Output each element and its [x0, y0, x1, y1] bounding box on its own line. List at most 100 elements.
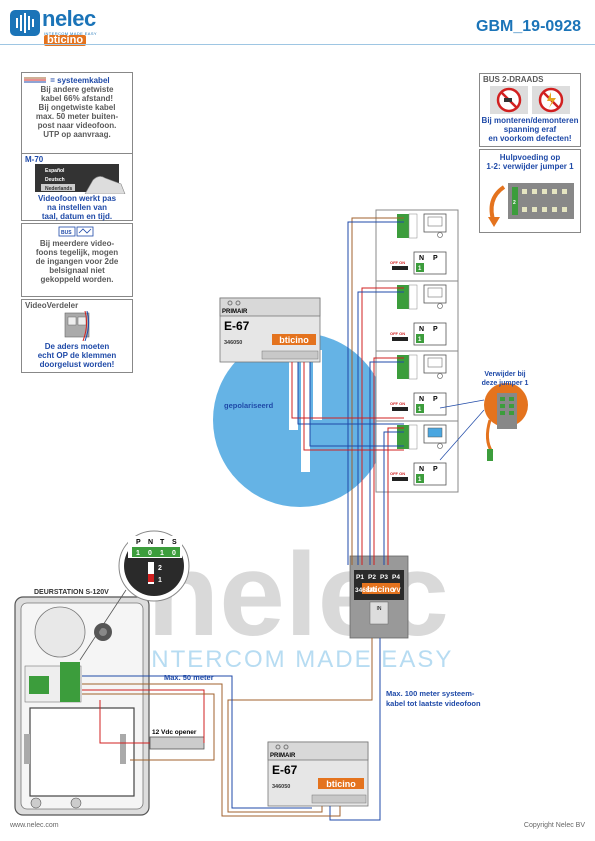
- note-line: foons tegelijk, mogen: [35, 248, 119, 257]
- svg-text:OFF ON: OFF ON: [390, 331, 405, 336]
- cable-legend-icon: [24, 77, 46, 83]
- svg-text:N: N: [419, 396, 424, 403]
- no-power-warning-icon: [490, 86, 570, 114]
- svg-text:Max. 50 meter: Max. 50 meter: [164, 673, 214, 682]
- svg-text:P: P: [136, 539, 141, 546]
- svg-text:N: N: [419, 255, 424, 262]
- svg-text:P1: P1: [356, 574, 364, 581]
- note-line: Videofoon werkt pas: [37, 194, 117, 203]
- psu-bottom-model: E-67: [272, 763, 298, 777]
- note-bus-2draads: BUS 2-DRAADS Bij monteren/demonteren spa…: [479, 73, 581, 147]
- svg-text:1: 1: [418, 477, 422, 483]
- videophone-unit: N P 1 OFF ON: [390, 284, 447, 346]
- video-distributor: P1 P2 P3 P4 bticino 346841 VV IN: [349, 555, 409, 639]
- svg-text:1: 1: [418, 337, 422, 343]
- note-line: doorgelust worden!: [39, 360, 115, 369]
- note-line: De aders moeten: [44, 342, 110, 351]
- svg-text:2: 2: [158, 565, 162, 572]
- svg-text:P4: P4: [392, 574, 400, 581]
- door-station-label: DEURSTATION S-120V: [34, 589, 109, 596]
- psu-bottom-code: 346050: [272, 784, 290, 790]
- note-line: post naar videofoon.: [37, 121, 117, 130]
- psu-top: PRIMAIR E-67 346050 bticino: [219, 297, 321, 363]
- svg-text:P: P: [433, 396, 438, 403]
- svg-text:1: 1: [136, 550, 140, 557]
- svg-text:deze jumper 1: deze jumper 1: [482, 380, 529, 387]
- note-line: taal, datum en tijd.: [41, 212, 113, 221]
- svg-text:Max. 100 meter systeem-: Max. 100 meter systeem-: [386, 689, 475, 698]
- svg-text:S: S: [172, 539, 177, 546]
- note-line: Bij ongetwiste kabel: [38, 103, 116, 112]
- note-line: en voorkom defecten!: [488, 134, 572, 143]
- note-line: spanning eraf: [503, 125, 557, 134]
- door-station: DEURSTATION S-120V: [14, 589, 150, 816]
- note-line: 1-2: verwijder jumper 1: [486, 162, 574, 171]
- svg-text:N: N: [419, 466, 424, 473]
- svg-text:Verwijder bij: Verwijder bij: [484, 371, 525, 378]
- document-code: GBM_19-0928: [476, 18, 581, 35]
- svg-text:0: 0: [172, 550, 176, 557]
- note-line: Bij andere getwiste: [40, 85, 114, 94]
- svg-text:P3: P3: [380, 574, 388, 581]
- door-opener: 12 Vdc opener: [149, 729, 205, 750]
- note-line: UTP op aanvraag.: [43, 130, 111, 139]
- bus2-title: BUS 2-DRAADS: [483, 75, 544, 84]
- note-hulpvoeding: Hulpvoeding op 1-2: verwijder jumper 1 2: [479, 149, 581, 233]
- note-line: Hulpvoeding op: [499, 153, 561, 162]
- svg-text:OFF ON: OFF ON: [390, 471, 405, 476]
- jumper-inset: P N T S 1 0 1 0 2 1: [79, 530, 190, 661]
- jumper-board-icon: 2: [488, 183, 574, 227]
- svg-text:bticino: bticino: [367, 584, 395, 594]
- svg-text:P: P: [433, 255, 438, 262]
- svg-text:gepolariseerd: gepolariseerd: [224, 401, 274, 410]
- svg-text:12 Vdc opener: 12 Vdc opener: [152, 729, 197, 736]
- svg-text:N: N: [419, 326, 424, 333]
- svg-text:1: 1: [158, 577, 162, 584]
- psu-bottom: PRIMAIR E-67 346050 bticino: [267, 741, 369, 807]
- footer-copyright: Copyright Nelec BV: [523, 822, 585, 829]
- svg-text:T: T: [160, 539, 165, 546]
- systeemkabel-title: = systeemkabel: [50, 76, 110, 85]
- note-m70: M-70 Español Deutsch Nederlands Videofoo…: [21, 153, 133, 221]
- m70-title: M-70: [25, 155, 44, 164]
- distributor-terminal-icon: [64, 311, 90, 341]
- svg-text:N: N: [148, 539, 153, 546]
- jumper-removal-callout: Verwijder bij deze jumper 1: [439, 371, 529, 461]
- psu-bottom-brand: bticino: [326, 779, 356, 789]
- svg-text:IN: IN: [377, 606, 382, 612]
- svg-text:1: 1: [418, 407, 422, 413]
- psu-top-code: 346050: [224, 340, 242, 346]
- svg-text:P: P: [433, 326, 438, 333]
- svg-text:2: 2: [513, 200, 516, 206]
- svg-text:OFF ON: OFF ON: [390, 260, 405, 265]
- partner-logo: bticino: [44, 35, 87, 46]
- svg-text:P2: P2: [368, 574, 376, 581]
- svg-text:1: 1: [418, 266, 422, 272]
- svg-text:VV: VV: [392, 587, 401, 594]
- note-line: Bij monteren/demonteren: [481, 116, 579, 125]
- nelec-logo-icon: [10, 10, 40, 36]
- videoverdeler-title: VideoVerdeler: [25, 301, 79, 310]
- svg-text:1: 1: [160, 550, 164, 557]
- psu-top-brand: bticino: [279, 335, 309, 345]
- note-line: kabel 66% afstand!: [40, 94, 114, 103]
- psu-bottom-primair: PRIMAIR: [270, 753, 296, 759]
- svg-text:kabel tot laatste videofoon: kabel tot laatste videofoon: [386, 699, 481, 708]
- brand-tagline: INTERCOM MADE EASY: [44, 31, 97, 36]
- svg-text:Nederlands: Nederlands: [45, 186, 72, 192]
- footer-website: www.nelec.com: [10, 822, 59, 829]
- note-line: na instellen van: [46, 203, 108, 212]
- note-videoverdeler: VideoVerdeler De aders moeten echt OP de…: [21, 299, 133, 373]
- note-line: Bij meerdere video-: [39, 239, 115, 248]
- note-line: echt OP de klemmen: [37, 351, 117, 360]
- note-line: de ingangen voor 2de: [35, 257, 119, 266]
- svg-text:Deutsch: Deutsch: [45, 177, 65, 183]
- watermark-tagline: INTERCOM MADE EASY: [143, 646, 454, 673]
- note-bus: BUS Bij meerdere video- foons tegelijk, …: [21, 223, 133, 297]
- header-divider: [0, 44, 595, 45]
- svg-text:0: 0: [148, 550, 152, 557]
- brand-name: nelec: [42, 6, 96, 31]
